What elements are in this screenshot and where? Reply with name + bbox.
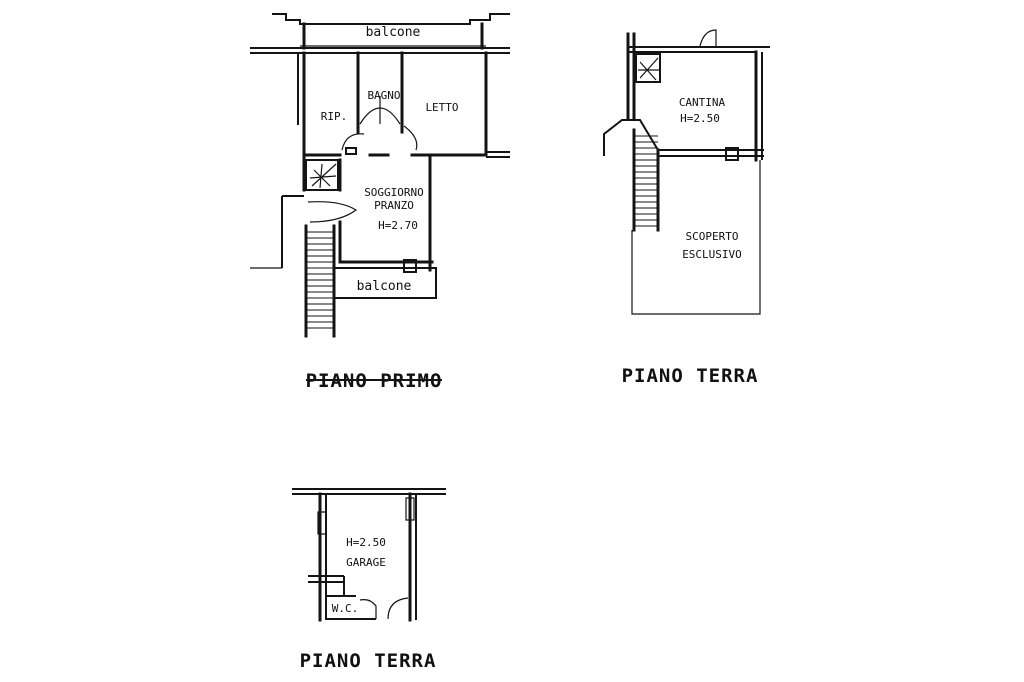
room-label-balcone-bottom: balcone bbox=[357, 279, 412, 294]
room-label-wc: W.C. bbox=[332, 602, 359, 615]
cantina-stair bbox=[634, 130, 658, 230]
primo-spiral-stair bbox=[306, 160, 338, 190]
room-label-soggiorno: SOGGIORNO bbox=[364, 186, 424, 199]
room-label-letto: LETTO bbox=[425, 101, 458, 114]
top-balcony bbox=[272, 14, 510, 48]
scoperto-area bbox=[632, 160, 760, 314]
primo-doors bbox=[308, 96, 417, 222]
room-label-esclusivo: ESCLUSIVO bbox=[682, 248, 742, 261]
bottom-balcony bbox=[334, 260, 436, 298]
room-label-scoperto: SCOPERTO bbox=[686, 230, 739, 243]
plan-piano-primo: balcone RIP. BAGNO LETTO SOGGIORNO PRANZ… bbox=[250, 14, 510, 392]
primo-walls bbox=[250, 48, 510, 270]
room-height-garage: H=2.50 bbox=[346, 536, 386, 549]
primo-external-stair bbox=[306, 226, 334, 336]
room-label-rip: RIP. bbox=[321, 110, 348, 123]
room-label-balcone-top: balcone bbox=[366, 25, 421, 40]
cantina-walls bbox=[604, 30, 770, 160]
plan-piano-terra-cantina: CANTINA H=2.50 SCOPERTO ESCLUSIVO PIANO … bbox=[604, 30, 770, 387]
floor-title-piano-terra-cantina: PIANO TERRA bbox=[622, 365, 759, 387]
cantina-spiral-stair bbox=[636, 54, 660, 82]
garage-walls bbox=[292, 489, 446, 620]
room-height-primo: H=2.70 bbox=[378, 219, 418, 232]
room-label-garage: GARAGE bbox=[346, 556, 386, 569]
room-label-bagno: BAGNO bbox=[367, 89, 400, 102]
floor-title-piano-terra-garage: PIANO TERRA bbox=[300, 650, 437, 672]
room-label-pranzo: PRANZO bbox=[374, 199, 414, 212]
plan-piano-terra-garage: H=2.50 GARAGE W.C. PIANO TERRA bbox=[292, 489, 446, 672]
room-height-cantina: H=2.50 bbox=[680, 112, 720, 125]
room-label-cantina: CANTINA bbox=[679, 96, 726, 109]
